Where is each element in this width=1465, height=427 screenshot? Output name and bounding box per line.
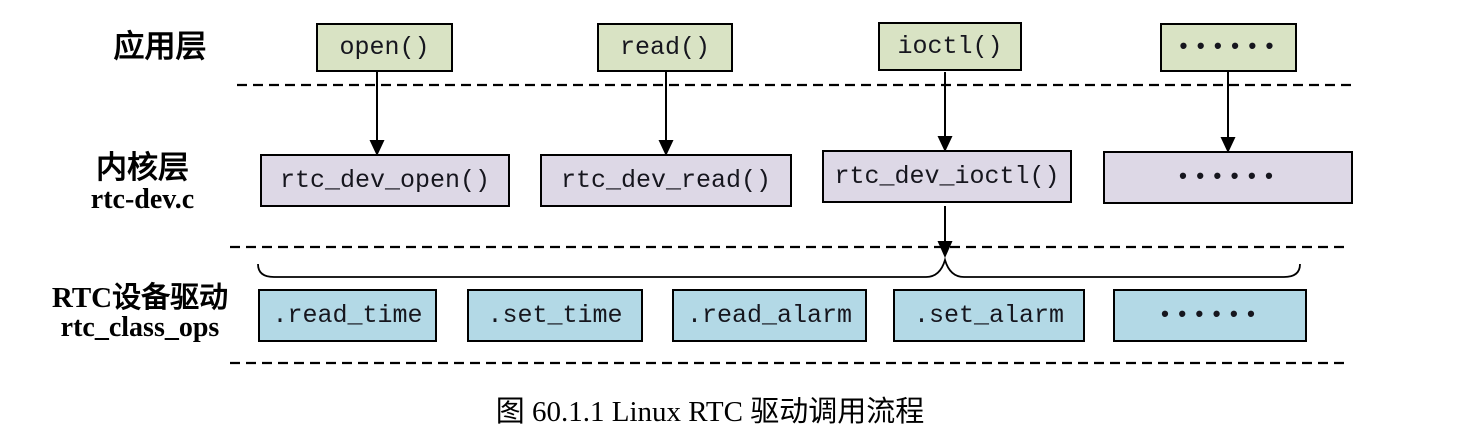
arrow-ioctl-to-rtc-dev-ioctl: [937, 72, 953, 152]
ops-box-read-time: .read_time: [258, 289, 437, 342]
arrow-rtc-dev-ioctl-to-ops: [937, 206, 953, 258]
arrow-ellipsis-to-kernel-ellipsis: [1220, 72, 1236, 153]
figure-caption: 图 60.1.1 Linux RTC 驱动调用流程: [495, 396, 925, 427]
driver-layer-label-text: RTC设备驱动: [51, 282, 229, 314]
ops-box-ellipsis: ••••••: [1113, 289, 1307, 342]
app-box-read: read(): [597, 23, 733, 72]
app-box-ioctl: ioctl(): [878, 22, 1022, 71]
ops-box-set-time-label: .set_time: [487, 301, 623, 330]
app-box-ellipsis-label: ••••••: [1176, 35, 1281, 60]
ops-box-set-alarm-label: .set_alarm: [913, 301, 1065, 330]
app-layer-label: 应用层: [85, 29, 235, 64]
ops-box-ellipsis-label: ••••••: [1158, 303, 1262, 328]
app-layer-label-text: 应用层: [113, 29, 207, 64]
kernel-layer-label-text: 内核层: [96, 150, 189, 185]
arrow-open-to-rtc-dev-open: [369, 72, 385, 156]
kernel-box-rtc-dev-ioctl-label: rtc_dev_ioctl(): [834, 162, 1060, 191]
kernel-box-ellipsis: ••••••: [1103, 151, 1353, 204]
app-box-ellipsis: ••••••: [1160, 23, 1297, 72]
app-box-open: open(): [316, 23, 453, 72]
kernel-box-rtc-dev-read: rtc_dev_read(): [540, 154, 792, 207]
driver-layer-label: RTC设备驱动 rtc_class_ops: [35, 283, 245, 343]
driver-layer-sublabel: rtc_class_ops: [60, 312, 220, 344]
ops-brace: [257, 256, 1301, 278]
app-box-read-label: read(): [619, 33, 710, 62]
app-box-ioctl-label: ioctl(): [897, 32, 1003, 61]
kernel-layer-sublabel: rtc-dev.c: [90, 183, 195, 215]
ops-box-set-time: .set_time: [467, 289, 643, 342]
kernel-box-rtc-dev-open: rtc_dev_open(): [260, 154, 510, 207]
kernel-layer-label: 内核层 rtc-dev.c: [45, 150, 240, 215]
app-box-open-label: open(): [339, 33, 430, 62]
ops-box-read-time-label: .read_time: [272, 301, 423, 330]
kernel-box-ellipsis-label: ••••••: [1176, 165, 1280, 190]
ops-box-read-alarm: .read_alarm: [672, 289, 867, 342]
ops-box-set-alarm: .set_alarm: [893, 289, 1085, 342]
kernel-box-rtc-dev-read-label: rtc_dev_read(): [560, 166, 772, 195]
arrow-read-to-rtc-dev-read: [658, 72, 674, 156]
kernel-box-rtc-dev-open-label: rtc_dev_open(): [279, 166, 491, 195]
kernel-box-rtc-dev-ioctl: rtc_dev_ioctl(): [822, 150, 1072, 203]
ops-box-read-alarm-label: .read_alarm: [686, 301, 853, 330]
